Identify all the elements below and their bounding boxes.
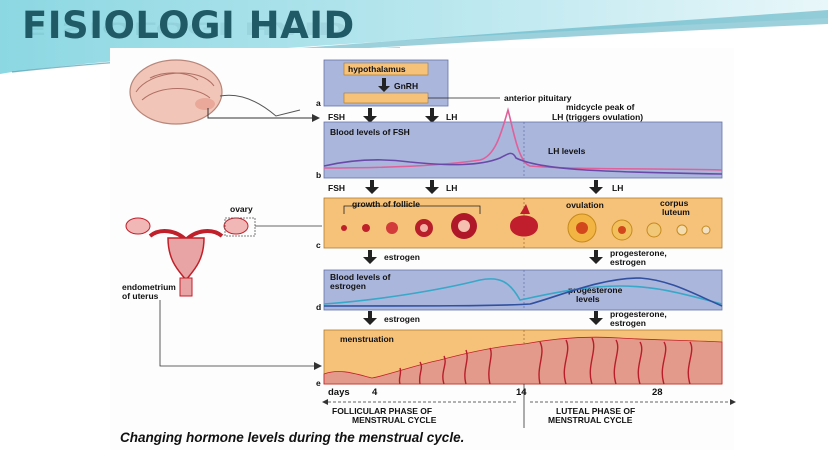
day-28-label: 28 <box>652 387 663 398</box>
row-letter-e: e <box>316 378 321 388</box>
endometrium-label-line2: of uterus <box>122 291 159 301</box>
row-letter-a: a <box>316 98 321 108</box>
midcycle-peak-note-line2: LH (triggers ovulation) <box>552 112 643 122</box>
follicular-phase-line2: MENSTRUAL CYCLE <box>352 415 437 425</box>
lh-label-3: LH <box>612 183 623 193</box>
ovulation-label: ovulation <box>566 200 604 210</box>
estrogen-arrow-label-1: estrogen <box>384 252 420 262</box>
midcycle-peak-note-line1: midcycle peak of <box>566 102 635 112</box>
estrogen-arrow-label-4: estrogen <box>610 318 646 328</box>
estrogen-arrow-label-3: estrogen <box>384 314 420 324</box>
fsh-label-1: FSH <box>328 112 345 122</box>
row-letter-c: c <box>316 240 321 250</box>
luteal-phase-line2: MENSTRUAL CYCLE <box>548 415 633 425</box>
menstruation-label: menstruation <box>340 334 394 344</box>
lh-label-2: LH <box>446 183 457 193</box>
row-letter-b: b <box>316 170 321 180</box>
estrogen-arrow-label-2: estrogen <box>610 257 646 267</box>
anterior-pituitary-label: anterior pituitary <box>504 93 572 103</box>
lh-levels-label: LH levels <box>548 146 586 156</box>
corpus-luteum-label-line2: luteum <box>662 207 690 217</box>
day-14-label: 14 <box>516 387 527 398</box>
day-4-label: 4 <box>372 387 378 398</box>
figure-caption: Changing hormone levels during the menst… <box>120 430 464 445</box>
fsh-label-2: FSH <box>328 183 345 193</box>
lh-label-1: LH <box>446 112 457 122</box>
estrogen-levels-label-line2: estrogen <box>330 281 366 291</box>
gnrh-label: GnRH <box>394 81 418 91</box>
fsh-levels-label: Blood levels of FSH <box>330 127 410 137</box>
days-label: days <box>328 387 350 398</box>
row-letter-d: d <box>316 302 321 312</box>
hypothalamus-label: hypothalamus <box>348 64 406 74</box>
ovary-label: ovary <box>230 204 253 214</box>
growth-of-follicle-label: growth of follicle <box>352 199 420 209</box>
progesterone-levels-label-line2: levels <box>576 294 600 304</box>
